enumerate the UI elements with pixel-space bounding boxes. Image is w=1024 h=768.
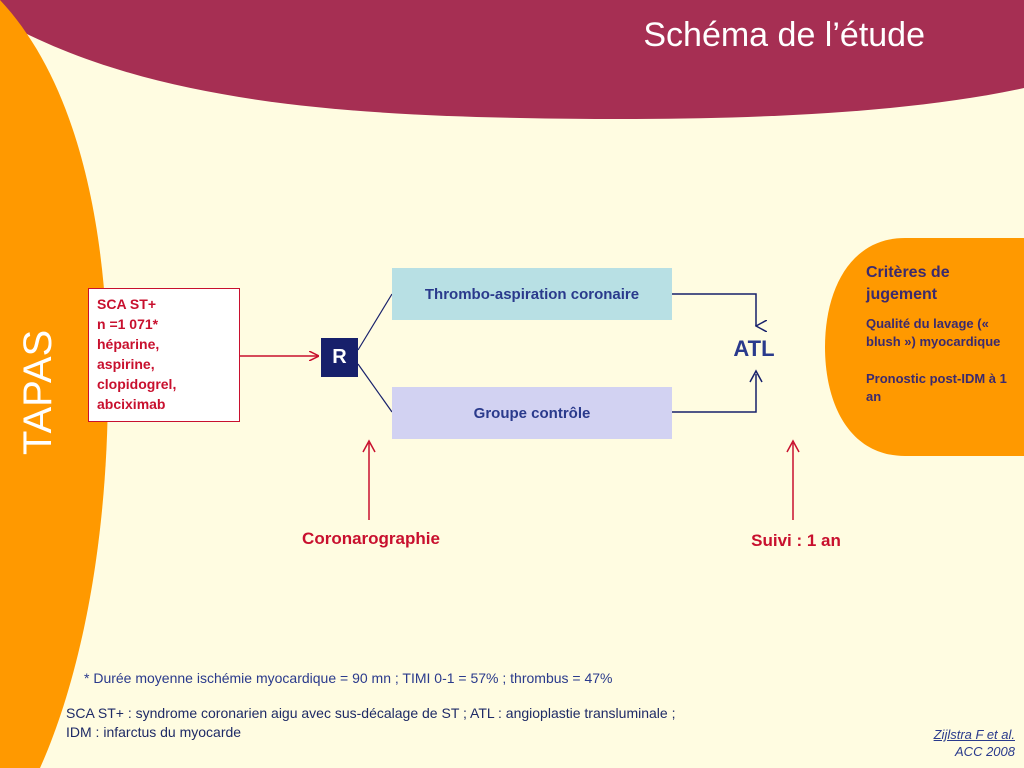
- population-line: aspirine,: [97, 356, 155, 372]
- follow-up-label: Suivi : 1 an: [751, 531, 841, 550]
- population-line: n =1 071*: [97, 316, 159, 332]
- outcome-atl: ATL: [733, 336, 775, 361]
- side-band: [0, 0, 108, 768]
- citation-source: ACC 2008: [955, 744, 1015, 759]
- side-title: TAPAS: [16, 329, 60, 455]
- arrowhead-coronarography: [362, 439, 376, 453]
- page-title: Schéma de l’étude: [643, 16, 925, 54]
- abbreviations: SCA ST+ : syndrome coronarien aigu avec …: [66, 704, 846, 742]
- population-line: clopidogrel,: [97, 376, 177, 392]
- connector-thrombo-to-atl: [672, 293, 756, 326]
- arrowhead-control-to-atl: [749, 369, 763, 383]
- population-line: abciximab: [97, 396, 166, 412]
- citation-author: Zijlstra F et al.: [933, 727, 1015, 742]
- criteria-panel: [825, 238, 1024, 456]
- abbreviations-line: SCA ST+ : syndrome coronarien aigu avec …: [66, 705, 676, 721]
- population-line: héparine,: [97, 336, 160, 352]
- criteria-item-prognosis: Pronostic post-IDM à 1 an: [866, 371, 1007, 404]
- criteria-item-blush: Qualité du lavage (« blush ») myocardiqu…: [866, 316, 1001, 349]
- arm-control-label: Groupe contrôle: [473, 404, 591, 422]
- footnote: * Durée moyenne ischémie myocardique = 9…: [84, 670, 613, 686]
- population-line: SCA ST+: [97, 296, 156, 312]
- randomization-box: R: [321, 338, 358, 377]
- criteria-panel-text: Critères de jugement Qualité du lavage (…: [866, 262, 1022, 425]
- citation: Zijlstra F et al. ACC 2008: [860, 726, 1015, 760]
- criteria-heading: Critères de jugement: [866, 264, 950, 303]
- arm-thrombo-label: Thrombo-aspiration coronaire: [424, 285, 640, 303]
- coronarography-label: Coronarographie: [302, 529, 440, 548]
- branch-line-top: [357, 293, 393, 351]
- arm-thrombo-aspiration: Thrombo-aspiration coronaire: [392, 268, 672, 320]
- branch-line-bottom: [357, 363, 393, 413]
- abbreviations-line: IDM : infarctus du myocarde: [66, 724, 242, 740]
- connector-control-to-atl: [672, 374, 757, 413]
- arm-control-group: Groupe contrôle: [392, 387, 672, 439]
- population-box: SCA ST+ n =1 071* héparine, aspirine, cl…: [88, 288, 240, 422]
- arrowhead-follow-up: [786, 439, 800, 453]
- header-banner: [0, 0, 1024, 120]
